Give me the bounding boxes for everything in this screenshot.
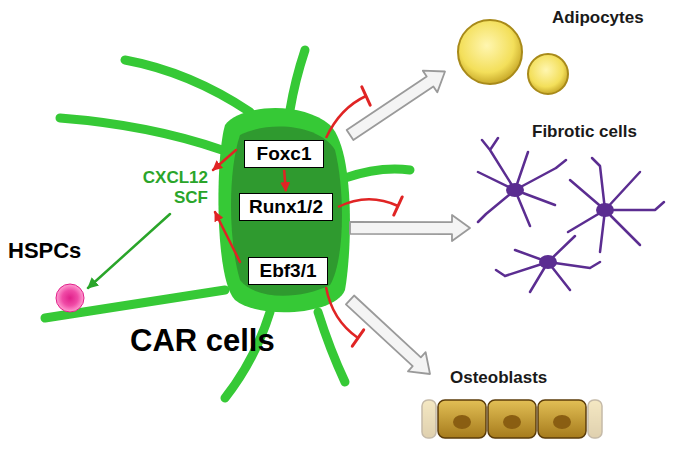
- activation-arrow: [215, 212, 240, 262]
- inhibition-lines: [326, 87, 402, 346]
- gene-box: Ebf3/1: [248, 257, 328, 286]
- osteoblast-node: Osteoblasts: [430, 366, 590, 446]
- adipocyte: [458, 20, 522, 84]
- cell-label: Fibrotic cells: [532, 122, 637, 142]
- inhibition-bar: [394, 197, 402, 215]
- inhibition-bar: [362, 87, 370, 105]
- gene-box: Runx1/2: [239, 193, 333, 222]
- fibrotic-node: Fibrotic cells: [470, 120, 683, 285]
- differentiation-arrow: [350, 215, 470, 241]
- cell-label: Osteoblasts: [450, 368, 547, 388]
- cell-label: CAR cells: [130, 323, 275, 359]
- gene-name: Ebf3/1: [258, 260, 318, 283]
- hspc-cell: [56, 284, 84, 312]
- gene-name: Foxc1: [254, 143, 314, 166]
- fibrotic-cell: [478, 138, 664, 292]
- activation-arrow: [284, 170, 286, 191]
- car-cell-nucleus-area: [231, 127, 342, 296]
- hspc-node: HSPCs: [6, 238, 102, 313]
- inhibition-line: [338, 199, 398, 207]
- gene-box: Foxc1: [244, 140, 324, 169]
- car-cell-body: [218, 108, 350, 312]
- cell-label: HSPCs: [8, 238, 81, 263]
- support-arrow: [88, 214, 170, 288]
- adipocyte: [528, 54, 568, 94]
- secreted-factors: CXCL12 SCF: [143, 168, 208, 207]
- differentiation-arrow: [347, 71, 445, 140]
- activation-arrow: [213, 150, 236, 170]
- osteoblast-nucleus: [453, 415, 571, 429]
- car-cell: CXCL12 SCF CAR cells Foxc1Runx1/2Ebf3/1: [40, 40, 350, 400]
- osteoblast: [422, 400, 602, 438]
- cell-label: Adipocytes: [552, 8, 644, 28]
- inhibition-line: [326, 287, 358, 338]
- inhibition-bar: [352, 330, 363, 346]
- fibrotic-cell-body: [506, 183, 614, 269]
- gene-name: Runx1/2: [249, 196, 323, 219]
- inhibition-line: [326, 96, 366, 138]
- adipocyte-node: Adipocytes: [445, 5, 680, 100]
- differentiation-arrow: [346, 296, 430, 374]
